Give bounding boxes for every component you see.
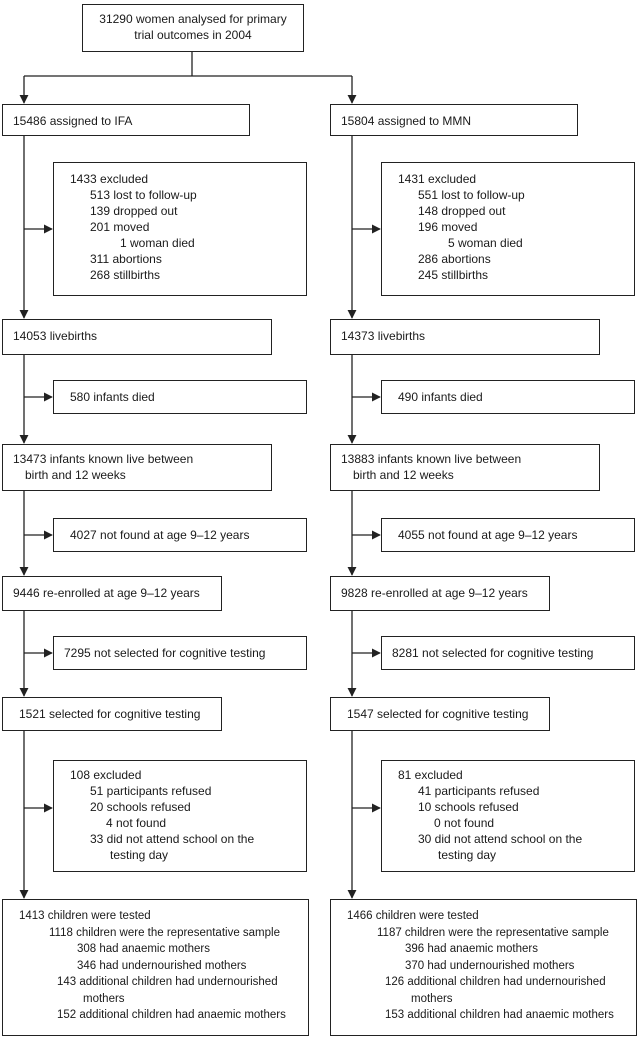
- mmn-excluded2-item: 10 schools refused: [418, 800, 519, 814]
- mmn-excluded2-item: 0 not found: [434, 816, 495, 830]
- ifa-livebirths-box: 14053 livebirths: [2, 319, 272, 355]
- ifa-reenrolled-box: 9446 re-enrolled at age 9–12 years: [2, 576, 222, 611]
- mmn-tested-additional-2: 153 additional children had anaemic moth…: [385, 1009, 614, 1021]
- mmn-excluded-item: 245 stillbirths: [418, 268, 489, 282]
- ifa-known-live-line-1: 13473 infants known live between: [13, 452, 194, 466]
- mmn-tested-additional: 126 additional children had undernourish…: [385, 976, 606, 988]
- mmn-known-live-line-2: birth and 12 weeks: [353, 468, 454, 482]
- mmn-excluded-item: 551 lost to follow-up: [418, 188, 525, 202]
- mmn-assigned-box: 15804 assigned to MMN: [330, 104, 578, 136]
- mmn-excluded2-head: 81 excluded: [398, 768, 463, 782]
- ifa-selected-box: 1521 selected for cognitive testing: [2, 697, 222, 731]
- mmn-excluded2-item: 41 participants refused: [418, 784, 540, 798]
- ifa-excluded-box: 1433 excluded 513 lost to follow-up 139 …: [53, 162, 307, 296]
- ifa-not-found-box: 4027 not found at age 9–12 years: [53, 518, 307, 552]
- enrolment-line-2: trial outcomes in 2004: [134, 28, 252, 42]
- ifa-excluded-item: 201 moved: [90, 220, 150, 234]
- mmn-reenrolled-box: 9828 re-enrolled at age 9–12 years: [330, 576, 550, 611]
- ifa-assigned-box: 15486 assigned to IFA: [2, 104, 250, 136]
- mmn-tested-head: 1466 children were tested: [347, 910, 479, 922]
- mmn-livebirths-text: 14373 livebirths: [341, 329, 426, 343]
- mmn-reenrolled-text: 9828 re-enrolled at age 9–12 years: [341, 586, 528, 600]
- enrolment-box: 31290 women analysed for primary trial o…: [82, 4, 304, 52]
- ifa-excluded2-head: 108 excluded: [70, 768, 142, 782]
- mmn-selected-box: 1547 selected for cognitive testing: [330, 697, 550, 731]
- mmn-tested-box: 1466 children were tested 1187 children …: [330, 899, 637, 1036]
- ifa-known-live-box: 13473 infants known live between birth a…: [2, 444, 272, 491]
- ifa-tested-sub: 308 had anaemic mothers: [77, 943, 210, 955]
- mmn-livebirths-box: 14373 livebirths: [330, 319, 600, 355]
- ifa-tested-head: 1413 children were tested: [19, 910, 151, 922]
- mmn-excluded-item: 5 woman died: [448, 236, 523, 250]
- ifa-excluded-item: 139 dropped out: [90, 204, 178, 218]
- mmn-infants-died-text: 490 infants died: [398, 390, 483, 404]
- ifa-excluded2-item: testing day: [110, 848, 169, 862]
- ifa-excluded2-item: 4 not found: [106, 816, 167, 830]
- mmn-tested-rep: 1187 children were the representative sa…: [377, 926, 609, 939]
- ifa-tested-additional-cont: mothers: [83, 992, 125, 1005]
- mmn-excluded2-item: 30 did not attend school on the: [418, 832, 583, 846]
- mmn-known-live-box: 13883 infants known live between birth a…: [330, 444, 600, 491]
- ifa-excluded2-item: 20 schools refused: [90, 800, 191, 814]
- ifa-assigned-text: 15486 assigned to IFA: [13, 114, 133, 128]
- mmn-excluded-box: 1431 excluded 551 lost to follow-up 148 …: [381, 162, 635, 296]
- mmn-tested-sub: 396 had anaemic mothers: [405, 943, 538, 955]
- ifa-excluded2-item: 51 participants refused: [90, 784, 212, 798]
- ifa-tested-rep: 1118 children were the representative sa…: [49, 926, 280, 939]
- mmn-excluded-item: 148 dropped out: [418, 204, 506, 218]
- mmn-excluded2-item: testing day: [438, 848, 497, 862]
- mmn-tested-sub: 370 had undernourished mothers: [405, 959, 575, 972]
- mmn-excluded2-box: 81 excluded 41 participants refused 10 s…: [381, 760, 635, 872]
- ifa-tested-additional: 143 additional children had undernourish…: [57, 976, 278, 988]
- mmn-excluded-item: 286 abortions: [418, 252, 491, 266]
- ifa-excluded-head: 1433 excluded: [70, 172, 149, 186]
- mmn-excluded-head: 1431 excluded: [398, 172, 477, 186]
- ifa-excluded-item: 268 stillbirths: [90, 268, 161, 282]
- ifa-tested-sub: 346 had undernourished mothers: [77, 959, 247, 972]
- ifa-tested-additional-2: 152 additional children had anaemic moth…: [57, 1009, 286, 1021]
- ifa-not-selected-box: 7295 not selected for cognitive testing: [53, 636, 307, 670]
- ifa-excluded-item: 1 woman died: [120, 236, 195, 250]
- ifa-infants-died-text: 580 infants died: [70, 390, 155, 404]
- ifa-not-selected-text: 7295 not selected for cognitive testing: [64, 646, 266, 660]
- ifa-livebirths-text: 14053 livebirths: [13, 329, 98, 343]
- mmn-not-found-box: 4055 not found at age 9–12 years: [381, 518, 635, 552]
- ifa-not-found-text: 4027 not found at age 9–12 years: [70, 528, 250, 542]
- ifa-excluded-item: 311 abortions: [90, 252, 162, 266]
- ifa-excluded2-item: 33 did not attend school on the: [90, 832, 255, 846]
- mmn-selected-text: 1547 selected for cognitive testing: [347, 707, 529, 721]
- ifa-known-live-line-2: birth and 12 weeks: [25, 468, 126, 482]
- mmn-known-live-line-1: 13883 infants known live between: [341, 452, 522, 466]
- ifa-infants-died-box: 580 infants died: [53, 380, 307, 414]
- mmn-excluded-item: 196 moved: [418, 220, 478, 234]
- mmn-not-selected-text: 8281 not selected for cognitive testing: [392, 646, 594, 660]
- mmn-assigned-text: 15804 assigned to MMN: [341, 114, 472, 128]
- ifa-reenrolled-text: 9446 re-enrolled at age 9–12 years: [13, 586, 200, 600]
- mmn-not-selected-box: 8281 not selected for cognitive testing: [381, 636, 635, 670]
- mmn-not-found-text: 4055 not found at age 9–12 years: [398, 528, 578, 542]
- ifa-excluded-item: 513 lost to follow-up: [90, 188, 197, 202]
- ifa-selected-text: 1521 selected for cognitive testing: [19, 707, 201, 721]
- mmn-tested-additional-cont: mothers: [411, 992, 453, 1005]
- mmn-infants-died-box: 490 infants died: [381, 380, 635, 414]
- ifa-tested-box: 1413 children were tested 1118 children …: [2, 899, 309, 1036]
- enrolment-line-1: 31290 women analysed for primary: [99, 12, 287, 26]
- ifa-excluded2-box: 108 excluded 51 participants refused 20 …: [53, 760, 307, 872]
